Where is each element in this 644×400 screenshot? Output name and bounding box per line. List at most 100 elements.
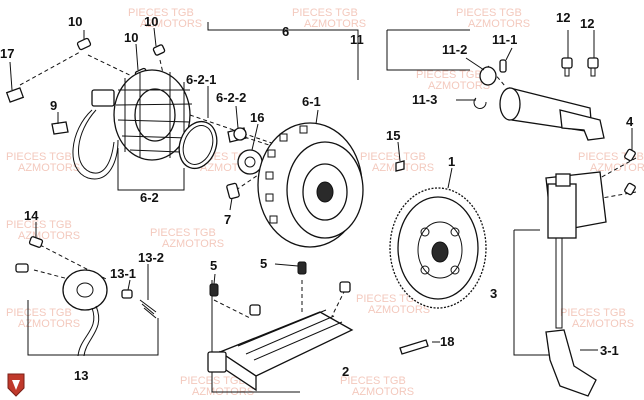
watermark-text: PIECES TGB <box>292 7 358 19</box>
watermark-text: PIECES TGB <box>6 151 72 163</box>
watermark-text: AZMOTORS <box>18 318 80 330</box>
part-9-clip <box>51 121 69 135</box>
part-1-gear <box>389 187 487 309</box>
part-6-1-rotor <box>257 122 364 248</box>
part-13-2-spring <box>139 299 157 319</box>
label-11-2: 11-2 <box>442 42 467 57</box>
part-5-bolts <box>209 261 351 316</box>
watermark-text: AZMOTORS <box>368 304 430 316</box>
label-7: 7 <box>224 212 231 227</box>
label-3-1: 3-1 <box>600 343 619 358</box>
bracket-lines <box>27 22 560 393</box>
part-3-coil <box>545 171 607 329</box>
label-5: 5 <box>210 258 217 273</box>
part-11-1-pin <box>499 59 507 73</box>
part-18-pin <box>399 339 429 355</box>
label-11-1: 11-1 <box>492 32 517 47</box>
part-13-sensor <box>15 263 108 357</box>
assembly-line <box>213 299 251 319</box>
label-11: 11 <box>350 32 364 47</box>
bracket-13 <box>27 300 159 356</box>
watermark-text: AZMOTORS <box>162 238 224 250</box>
watermark-text: AZMOTORS <box>18 162 80 174</box>
label-6-2: 6-2 <box>140 190 159 205</box>
watermark-text: AZMOTORS <box>18 230 80 242</box>
assembly-line <box>237 134 301 156</box>
label-10: 10 <box>68 14 82 29</box>
label-18: 18 <box>440 334 454 349</box>
part-16-washer <box>237 149 263 175</box>
label-4: 4 <box>626 114 634 129</box>
watermark-text: PIECES TGB <box>128 7 194 19</box>
label-13-1: 13-1 <box>110 266 136 281</box>
bracket-11 <box>386 30 470 71</box>
watermark-text: PIECES TGB <box>340 375 406 387</box>
label-11-3: 11-3 <box>412 92 437 107</box>
label-6: 6 <box>282 24 289 39</box>
watermark-text: PIECES TGB <box>180 375 246 387</box>
tgb-shield-logo-icon <box>7 373 25 397</box>
label-9: 9 <box>50 98 57 113</box>
label-10: 10 <box>144 14 158 29</box>
watermark-text: AZMOTORS <box>304 18 366 30</box>
label-13: 13 <box>74 368 88 383</box>
assembly-line <box>487 65 506 87</box>
watermark-text: AZMOTORS <box>572 318 634 330</box>
watermark-text: PIECES TGB <box>560 307 626 319</box>
leader-lines <box>9 27 633 351</box>
label-3: 3 <box>490 286 497 301</box>
label-5: 5 <box>260 256 267 271</box>
stator-coil <box>72 69 193 180</box>
label-12: 12 <box>556 10 570 25</box>
watermark-text: AZMOTORS <box>140 18 202 30</box>
watermark-text: PIECES TGB <box>360 151 426 163</box>
watermark-text: AZMOTORS <box>352 386 414 398</box>
watermark-text: PIECES TGB <box>416 69 482 81</box>
watermark-text: AZMOTORS <box>468 18 530 30</box>
assembly-line <box>235 174 259 191</box>
part-3-1-cap <box>545 329 597 397</box>
bracket-6-2 <box>117 148 185 191</box>
bracket-6 <box>207 22 359 80</box>
watermark-text: PIECES TGB <box>6 219 72 231</box>
assembly-line <box>601 191 637 199</box>
bracket-5 <box>211 280 300 393</box>
label-6-2-2: 6-2-2 <box>216 90 246 105</box>
part-6-2-2-bolt <box>227 127 247 143</box>
watermark-text: PIECES TGB <box>356 293 422 305</box>
label-2: 2 <box>342 364 349 379</box>
watermark-text: PIECES TGB <box>6 307 72 319</box>
assembly-line <box>87 54 141 81</box>
part-15-key <box>395 160 405 172</box>
part-7-pin <box>226 182 240 200</box>
watermark-group: PIECES TGB AZMOTORS PIECES TGB AZMOTORS … <box>6 7 644 398</box>
assembly-line <box>331 289 346 317</box>
watermark-text: PIECES TGB <box>456 7 522 19</box>
bracket-3 <box>513 230 560 356</box>
part-12-screws <box>561 57 599 77</box>
part-14-bolt <box>28 236 44 248</box>
label-6-1: 6-1 <box>302 94 321 109</box>
label-6-2-1: 6-2-1 <box>186 72 216 87</box>
part-labels: 10 10 10 17 9 6 6-2-1 6-2-2 16 6-1 6-2 7… <box>0 10 634 383</box>
part-11-starter <box>499 87 605 141</box>
label-1: 1 <box>448 154 455 169</box>
label-13-2: 13-2 <box>138 250 164 265</box>
part-11-2-gear <box>479 66 497 86</box>
assembly-line <box>19 51 81 86</box>
part-6-2-1-oring <box>178 120 218 170</box>
label-10: 10 <box>124 30 138 45</box>
label-17: 17 <box>0 46 14 61</box>
watermark-text: PIECES TGB <box>150 227 216 239</box>
assembly-lines <box>19 51 637 319</box>
label-15: 15 <box>386 128 400 143</box>
assembly-line <box>189 114 293 151</box>
part-17-clip <box>5 87 25 103</box>
watermark-text: AZMOTORS <box>428 80 490 92</box>
label-12: 12 <box>580 16 594 31</box>
part-2-regulator <box>207 309 354 392</box>
assembly-line <box>159 59 166 83</box>
label-16: 16 <box>250 110 264 125</box>
label-14: 14 <box>24 208 39 223</box>
